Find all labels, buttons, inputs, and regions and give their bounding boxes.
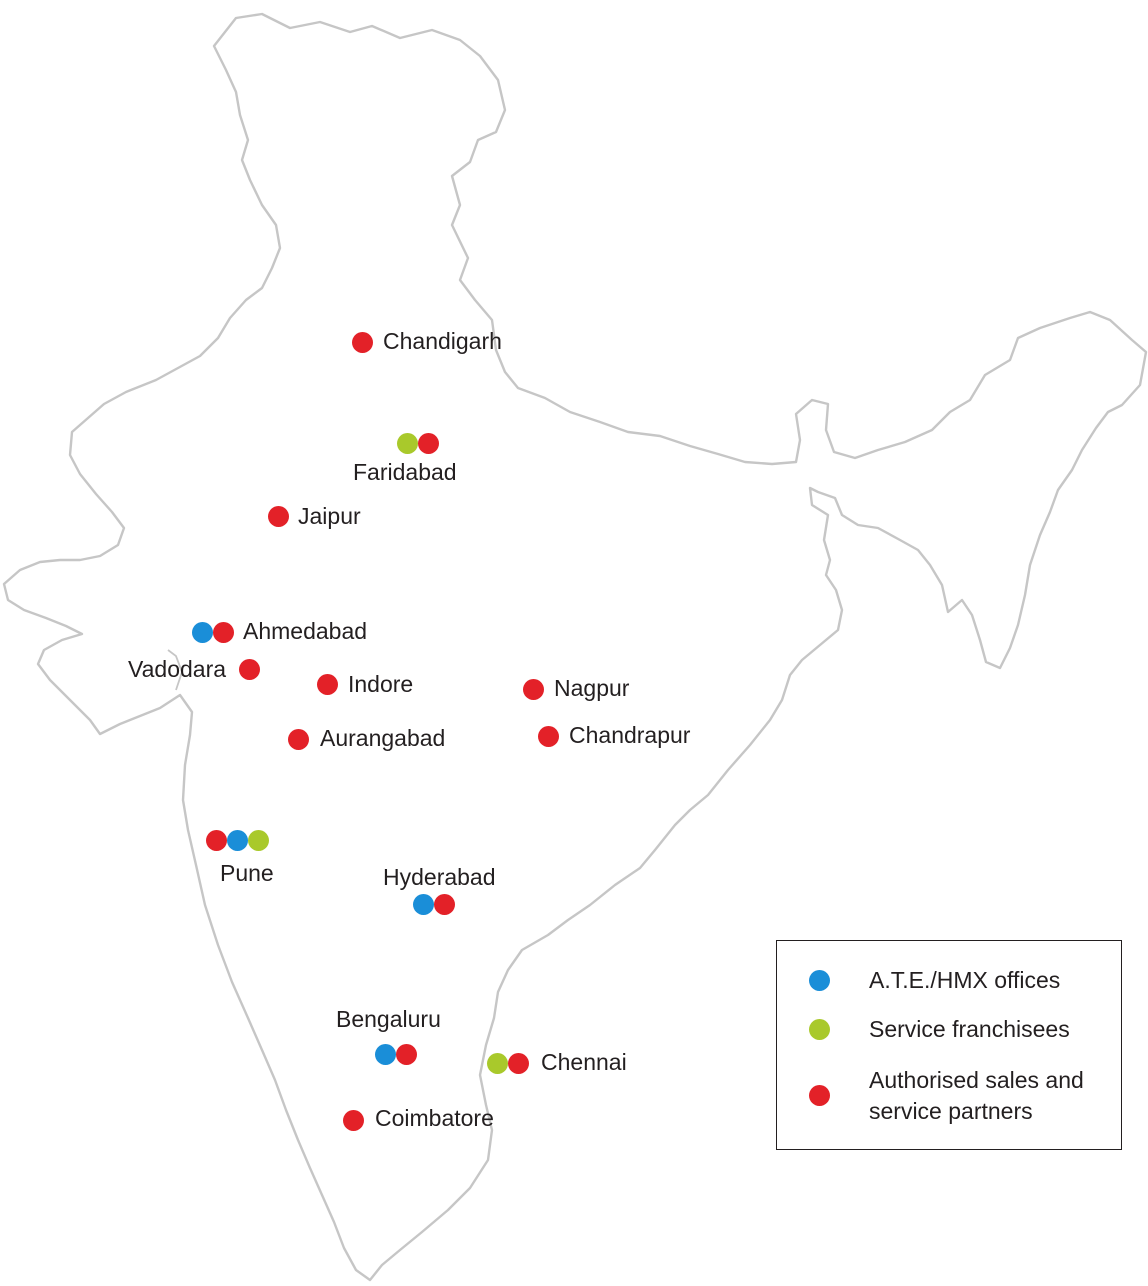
partner-marker-dot-icon bbox=[342, 1109, 364, 1131]
map-legend: A.T.E./HMX offices Service franchisees A… bbox=[776, 940, 1122, 1150]
city-label: Vadodara bbox=[128, 656, 227, 682]
partner-marker-dot-icon bbox=[212, 621, 234, 643]
legend-label: Service franchisees bbox=[869, 1016, 1070, 1042]
partner-marker-dot-icon bbox=[433, 893, 455, 915]
partner-marker-dot-icon bbox=[316, 673, 338, 695]
franchisee-marker-dot-icon bbox=[247, 829, 269, 851]
coastal-detail bbox=[167, 649, 183, 691]
city-label: Faridabad bbox=[353, 459, 457, 485]
city-label: Aurangabad bbox=[320, 725, 446, 751]
office-marker-dot-icon bbox=[191, 621, 213, 643]
city-label: Hyderabad bbox=[383, 864, 496, 890]
partner-marker-dot-icon bbox=[205, 829, 227, 851]
partner-marker-dot-icon bbox=[417, 432, 439, 454]
partner-marker-dot-icon bbox=[287, 728, 309, 750]
city-label: Coimbatore bbox=[375, 1105, 494, 1131]
office-marker-dot-icon bbox=[226, 829, 248, 851]
legend-label: A.T.E./HMX offices bbox=[869, 967, 1061, 993]
partner-marker-dot-icon bbox=[507, 1052, 529, 1074]
partner-marker-dot-icon bbox=[351, 331, 373, 353]
city-label: Chandrapur bbox=[569, 722, 691, 748]
partner-marker-dot-icon bbox=[238, 658, 260, 680]
partner-marker-dot-icon bbox=[537, 725, 559, 747]
city-label: Jaipur bbox=[298, 503, 361, 529]
legend-label: Authorised sales and service partners bbox=[869, 1067, 1084, 1124]
partner-marker-dot-icon bbox=[395, 1043, 417, 1065]
city-label: Chandigarh bbox=[383, 328, 502, 354]
city-label: Bengaluru bbox=[336, 1006, 441, 1032]
franchisee-marker-dot-icon bbox=[486, 1052, 508, 1074]
franchisee-marker-dot-icon bbox=[396, 432, 418, 454]
city-label: Indore bbox=[348, 671, 414, 697]
green-dot-icon bbox=[809, 1019, 830, 1040]
partner-marker-dot-icon bbox=[522, 678, 544, 700]
office-marker-dot-icon bbox=[374, 1043, 396, 1065]
office-marker-dot-icon bbox=[412, 893, 434, 915]
blue-dot-icon bbox=[809, 970, 830, 991]
red-dot-icon bbox=[809, 1085, 830, 1106]
city-label: Nagpur bbox=[554, 675, 630, 701]
city-label: Pune bbox=[220, 860, 274, 886]
city-label: Chennai bbox=[541, 1049, 627, 1075]
partner-marker-dot-icon bbox=[267, 505, 289, 527]
mainland-outline bbox=[2, 12, 1148, 1282]
city-label: Ahmedabad bbox=[243, 618, 368, 644]
